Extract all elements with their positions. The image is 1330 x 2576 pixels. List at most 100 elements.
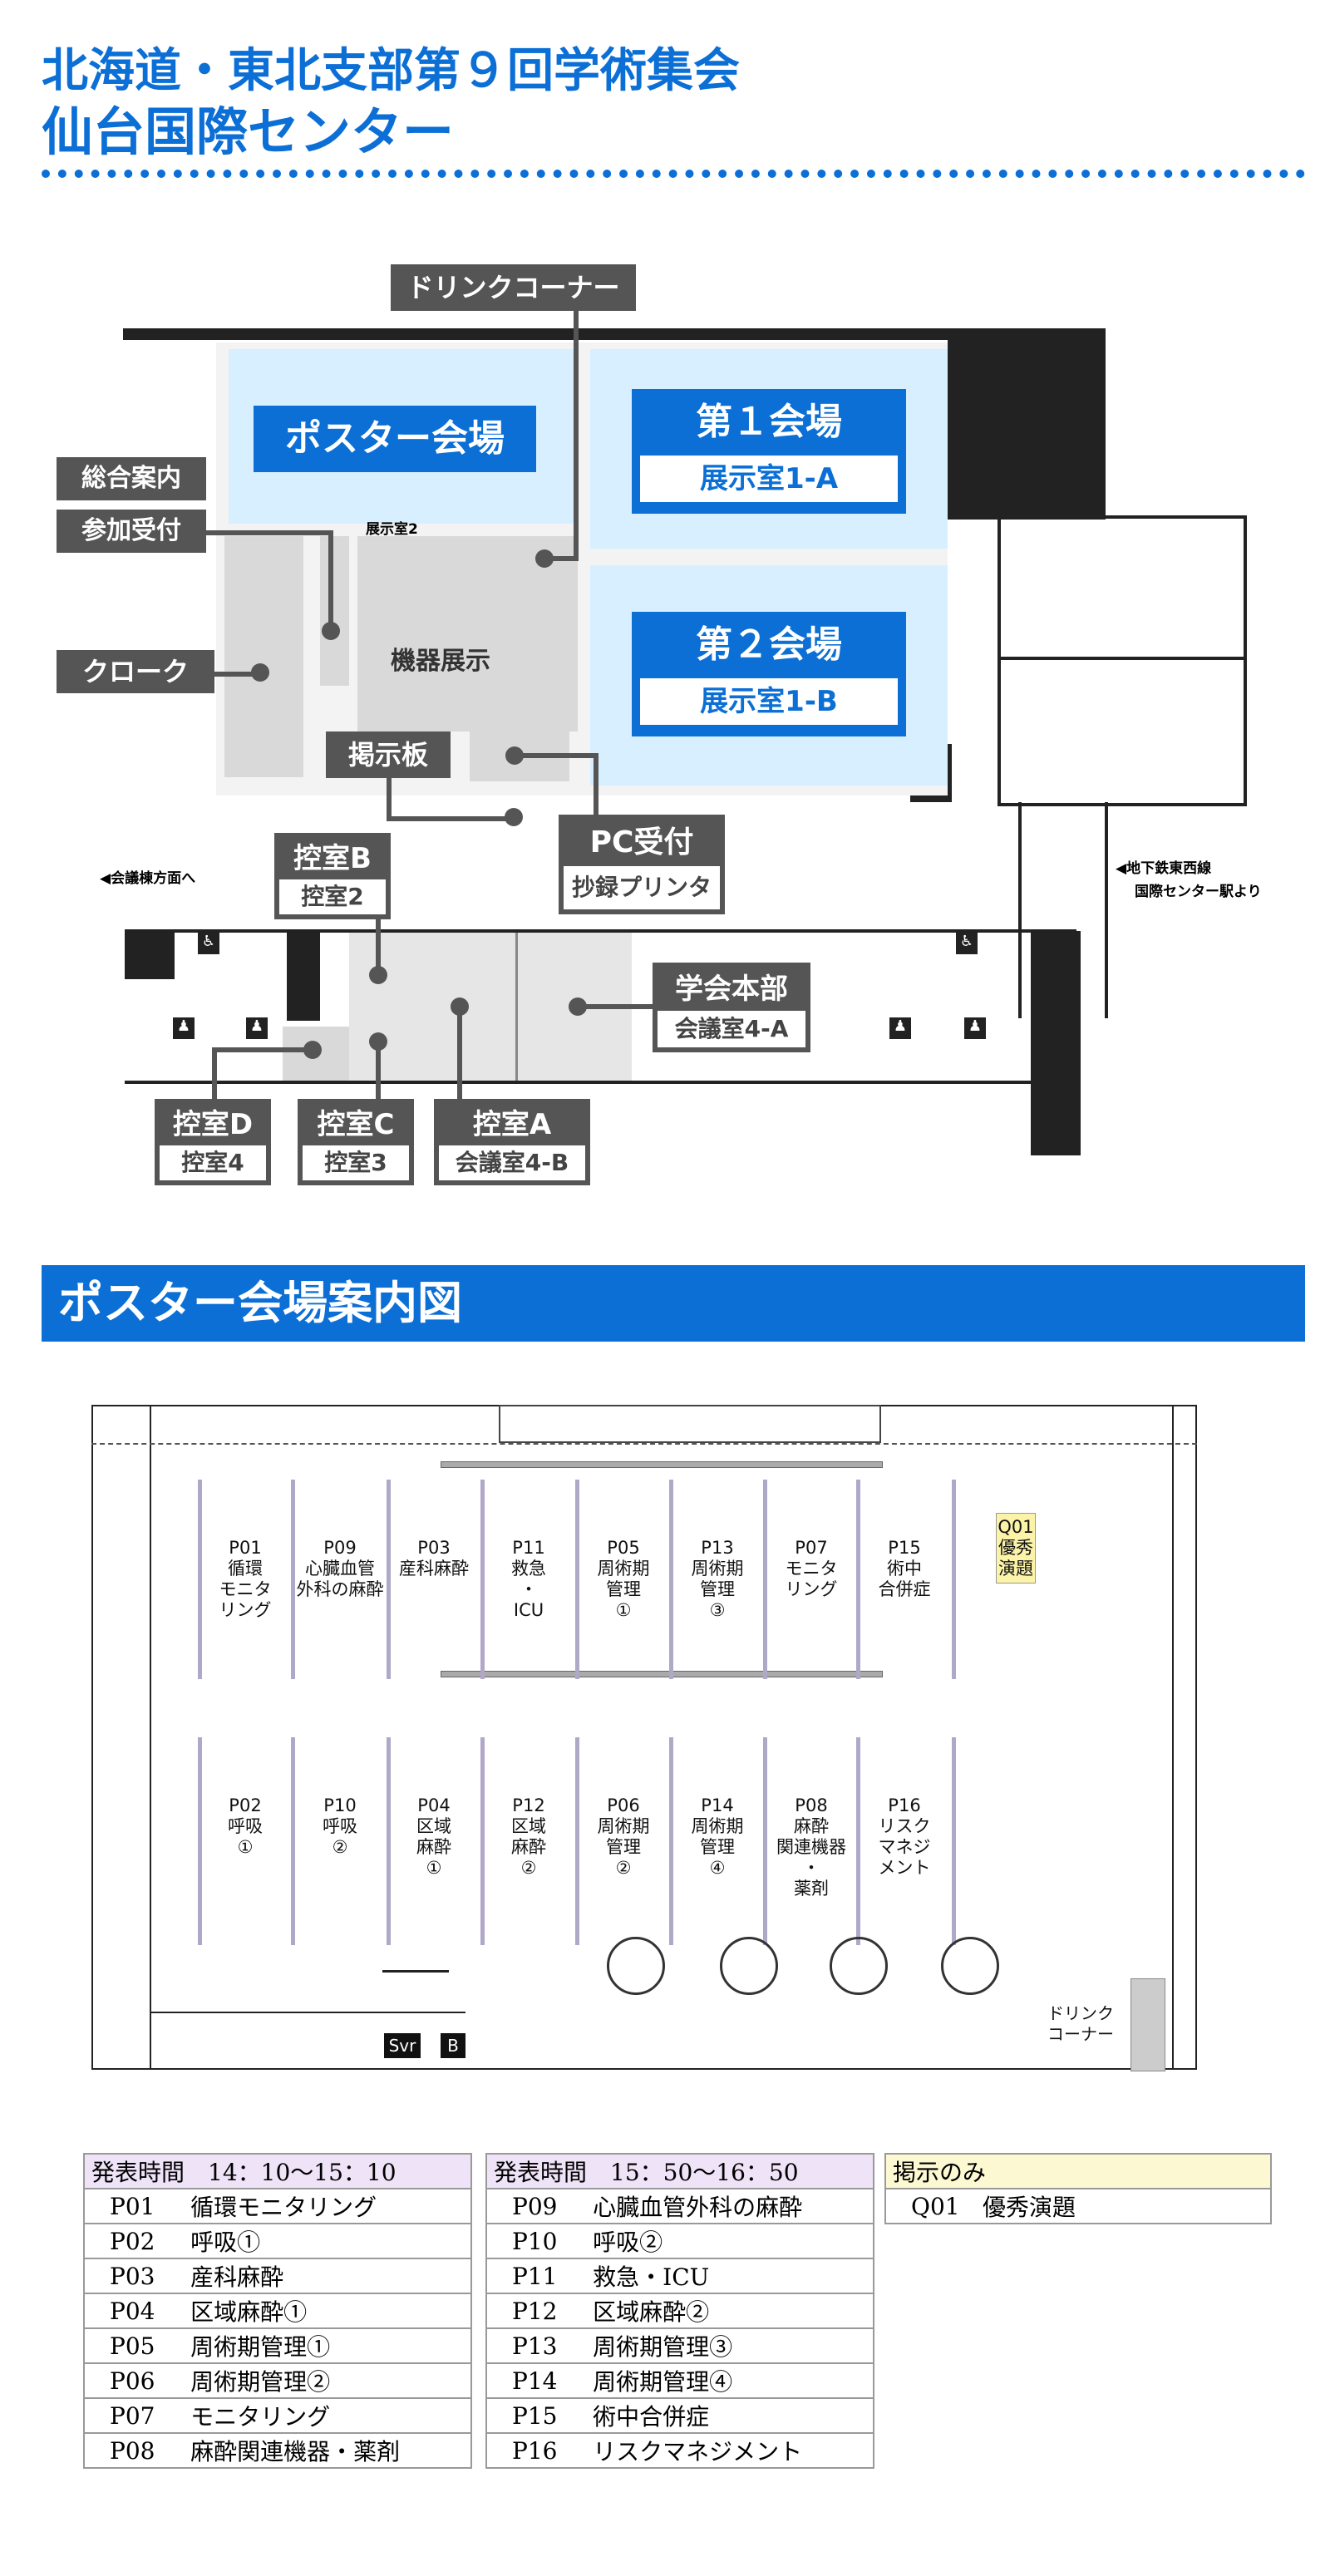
s1-id: P04: [82, 2293, 185, 2329]
hall1-label: 第１会場 展示室1-A: [632, 389, 906, 514]
q-topic: 優秀演題: [976, 2188, 1272, 2224]
s1-id: P05: [82, 2327, 185, 2364]
poster-p15: P15 術中 合併症: [878, 1538, 931, 1599]
exhibition-room2-label: 展示室2: [366, 521, 418, 538]
dotted-divider: [42, 170, 1305, 178]
s1-topic: 周術期管理②: [184, 2362, 472, 2399]
waiting-b-label: 控室B 控室2: [274, 833, 391, 919]
s2-id: P10: [485, 2223, 587, 2259]
waiting-a-name: 控室A: [439, 1104, 585, 1145]
s1-topic: モニタリング: [184, 2397, 472, 2434]
waiting-c-name: 控室C: [303, 1104, 409, 1145]
s1-id: P03: [82, 2258, 185, 2294]
poster-p13: P13 周術期 管理 ③: [691, 1538, 744, 1620]
pc-reception-label: PC受付 抄録プリンタ: [559, 815, 725, 914]
registration-label: 参加受付: [57, 510, 206, 553]
hall2-room: 展示室1-B: [640, 678, 898, 725]
waiting-a-label: 控室A 会議室4-B: [434, 1099, 590, 1185]
poster-p01: P01 循環 モニタ リング: [219, 1538, 272, 1620]
drink-corner-marker: [535, 549, 554, 568]
waiting-d-label: 控室D 控室4: [155, 1099, 271, 1185]
poster-p14: P14 周術期 管理 ④: [691, 1795, 744, 1878]
poster-p16: P16 リスク マネジ メント: [878, 1795, 931, 1878]
waiting-a-room: 会議室4-B: [455, 1149, 569, 1176]
s1-topic: 区域麻酔①: [184, 2293, 472, 2329]
waiting-c-label: 控室C 控室3: [298, 1099, 414, 1185]
poster-p12: P12 区域 麻酔 ②: [511, 1795, 546, 1878]
s1-id: P08: [82, 2432, 185, 2469]
poster-hall-label: ポスター会場: [254, 406, 536, 472]
waiting-d-marker: [303, 1041, 322, 1059]
s2-id: P16: [485, 2432, 587, 2469]
poster-p08: P08 麻酔 関連機器 ・ 薬剤: [776, 1795, 846, 1899]
session2-header: 発表時間 15：50〜16：50: [485, 2153, 874, 2189]
poster-map: P01 循環 モニタ リング P09 心臓血管 外科の麻酔 P03 産科麻酔 P…: [91, 1396, 1255, 2078]
s2-id: P11: [485, 2258, 587, 2294]
waiting-b-name: 控室B: [279, 838, 386, 879]
poster-p05: P05 周術期 管理 ①: [597, 1538, 650, 1620]
restroom-icon-mid: ♟: [246, 1017, 268, 1039]
lounge-table-3: [830, 1937, 888, 1995]
svr-label: Svr: [384, 2033, 421, 2058]
s1-topic: 産科麻酔: [184, 2258, 472, 2294]
cloak-marker: [251, 663, 269, 682]
poster-p10: P10 呼吸 ②: [323, 1795, 357, 1857]
hq-room: 会議室4-A: [674, 1015, 789, 1042]
abstract-printer-name: 抄録プリンタ: [571, 874, 712, 901]
s2-topic: 周術期管理③: [586, 2327, 874, 2364]
floor-map: ポスター会場 第１会場 展示室1-A 第２会場 展示室1-B 展示室2 機器展示…: [0, 249, 1330, 1205]
lounge-table-4: [941, 1937, 999, 1995]
s2-id: P12: [485, 2293, 587, 2329]
b-label: B: [441, 2033, 466, 2058]
s2-id: P15: [485, 2397, 587, 2434]
registration-marker: [322, 622, 340, 640]
s1-topic: 呼吸①: [184, 2223, 472, 2259]
waiting-c-room: 控室3: [324, 1149, 387, 1176]
poster-p02: P02 呼吸 ①: [228, 1795, 263, 1857]
s2-topic: 周術期管理④: [586, 2362, 874, 2399]
s2-topic: 術中合併症: [586, 2397, 874, 2434]
s2-id: P13: [485, 2327, 587, 2364]
poster-q01: Q01 優秀演題: [996, 1513, 1036, 1584]
pc-reception-marker: [505, 746, 524, 765]
bulletin-board-marker: [505, 808, 523, 826]
poster-p04: P04 区域 麻酔 ①: [416, 1795, 451, 1878]
s1-id: P07: [82, 2397, 185, 2434]
poster-p03: P03 産科麻酔: [399, 1538, 469, 1579]
hall2-name: 第２会場: [696, 623, 842, 666]
poster-p09: P09 心臓血管 外科の麻酔: [296, 1538, 384, 1599]
restroom-icon-right1: ♟: [889, 1017, 911, 1039]
waiting-d-room: 控室4: [181, 1149, 244, 1176]
hq-name: 学会本部: [658, 968, 805, 1011]
restroom-icon-right2: ♟: [964, 1017, 986, 1039]
accessible-icon-right: ♿: [956, 933, 978, 954]
s1-topic: 麻酔関連機器・薬剤: [184, 2432, 472, 2469]
poster-p07: P07 モニタ リング: [785, 1538, 838, 1599]
s2-topic: 心臓血管外科の麻酔: [586, 2188, 874, 2224]
header-line1: 北海道・東北支部第９回学術集会: [42, 44, 740, 98]
session1-header: 発表時間 14：10〜15：10: [83, 2153, 472, 2189]
hall1-name: 第１会場: [696, 401, 842, 443]
poster-p06: P06 周術期 管理 ②: [597, 1795, 650, 1878]
poster-drink-corner: ドリンク コーナー: [1047, 2003, 1114, 2044]
waiting-b-marker: [369, 966, 387, 984]
info-desk-label: 総合案内: [57, 457, 206, 500]
lounge-table-1: [607, 1937, 665, 1995]
header-line2: 仙台国際センター: [42, 101, 455, 162]
waiting-b-room: 控室2: [301, 883, 364, 910]
s2-topic: リスクマネジメント: [586, 2432, 874, 2469]
hall1-room: 展示室1-A: [640, 456, 898, 502]
subway-line2: 国際センター駅より: [1135, 884, 1262, 900]
q-id: Q01: [884, 2188, 976, 2224]
drink-corner-label: ドリンクコーナー: [391, 264, 636, 311]
poster-section-title: ポスター会場案内図: [42, 1265, 1305, 1342]
hq-label: 学会本部 会議室4-A: [653, 963, 810, 1052]
waiting-d-name: 控室D: [160, 1104, 266, 1145]
s1-id: P01: [82, 2188, 185, 2224]
cloak-label: クローク: [57, 650, 214, 693]
s1-id: P02: [82, 2223, 185, 2259]
s2-id: P14: [485, 2362, 587, 2399]
